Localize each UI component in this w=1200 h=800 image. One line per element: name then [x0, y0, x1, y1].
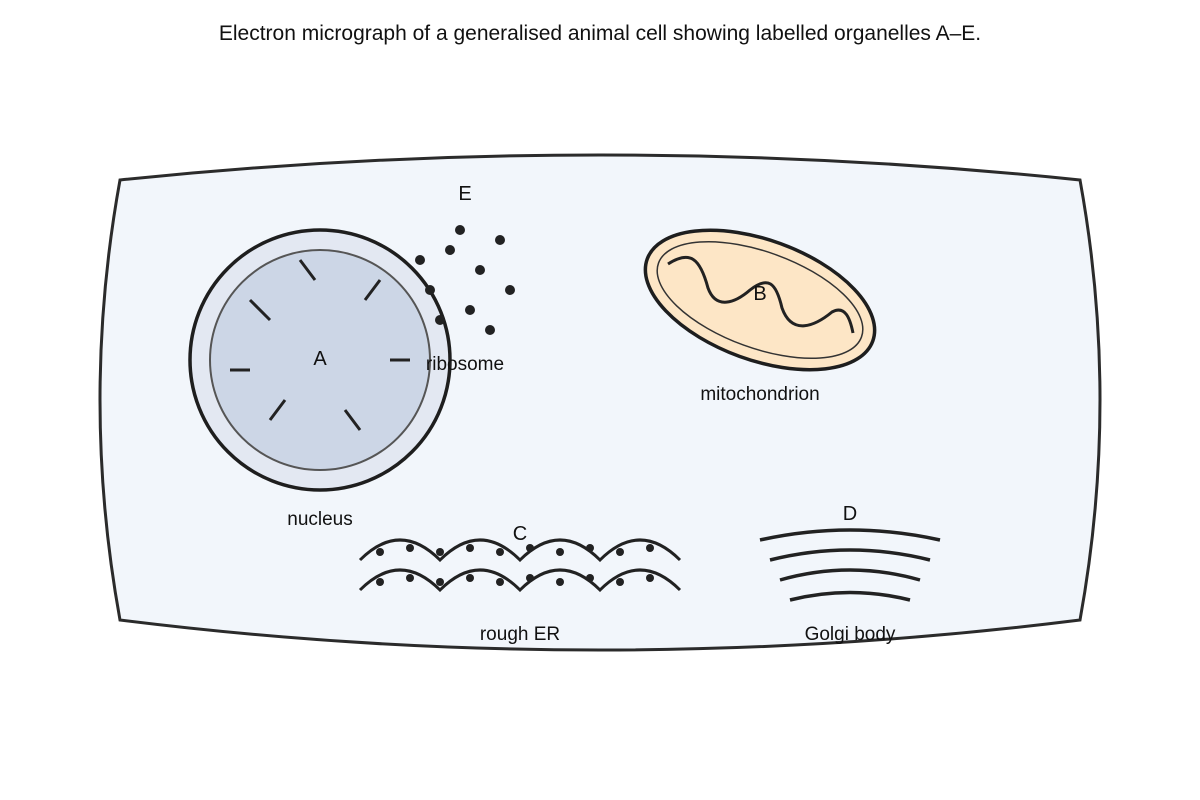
ribosome-dot	[475, 265, 485, 275]
er-ribosome-dot	[586, 544, 594, 552]
er-ribosome-dot	[376, 548, 384, 556]
ribosome-dot	[435, 315, 445, 325]
er-membrane-lower	[358, 568, 682, 593]
er-ribosome-dot	[586, 574, 594, 582]
er-ribosome-dot	[556, 548, 564, 556]
er-ribosome-dot	[646, 574, 654, 582]
ribosomes	[415, 225, 515, 335]
golgi-body: D Golgi body	[759, 503, 941, 645]
mitochondrion-cristae	[667, 255, 855, 334]
er-ribosome-dot	[526, 544, 534, 552]
rough-er: C rough ER	[358, 523, 682, 645]
er-ribosome-dot	[406, 574, 414, 582]
ribosome-dot	[415, 255, 425, 265]
er-ribosome-dot	[466, 574, 474, 582]
golgi-cisternae	[759, 528, 941, 602]
er-ribosome-dot	[376, 578, 384, 586]
ribosome-dot	[495, 235, 505, 245]
er-ribosome-dot	[646, 544, 654, 552]
er-ribosome-dot	[616, 548, 624, 556]
ribosome-dot	[425, 285, 435, 295]
label-letter-e: E	[458, 183, 471, 205]
er-ribosome-dot	[496, 548, 504, 556]
label-golgi-body: Golgi body	[805, 624, 896, 645]
mitochondrion: B mitochondrion	[643, 228, 877, 405]
label-mitochondrion: mitochondrion	[700, 384, 819, 405]
label-rough-er: rough ER	[480, 624, 560, 645]
er-ribosome-dots	[376, 544, 654, 586]
er-membrane-upper	[358, 538, 682, 563]
nucleoplasm	[209, 249, 431, 471]
label-letter-d: D	[843, 503, 857, 525]
chromatin-marks	[230, 259, 410, 431]
er-ribosome-dot	[436, 548, 444, 556]
golgi-cisterna	[769, 548, 931, 562]
ribosome-dot	[505, 285, 515, 295]
er-ribosome-dot	[616, 578, 624, 586]
er-ribosome-dot	[436, 578, 444, 586]
er-ribosome-dot	[526, 574, 534, 582]
ribosome-dot	[455, 225, 465, 235]
er-ribosome-dot	[466, 544, 474, 552]
er-ribosome-dot	[406, 544, 414, 552]
label-letter-c: C	[513, 523, 527, 545]
golgi-cisterna	[759, 528, 941, 542]
label-nucleus: nucleus	[287, 509, 353, 530]
label-letter-a: A	[313, 348, 327, 370]
er-ribosome-dot	[556, 578, 564, 586]
ribosome-dot	[465, 305, 475, 315]
ribosome-dot	[445, 245, 455, 255]
label-ribosome: ribosome	[426, 354, 504, 375]
mitochondrion-inner-membrane	[656, 240, 864, 360]
ribosome-dot	[485, 325, 495, 335]
mitochondrion-outer-membrane	[643, 228, 877, 372]
golgi-cisterna	[779, 568, 921, 582]
golgi-cisterna	[789, 590, 911, 602]
caption: Electron micrograph of a generalised ani…	[219, 22, 981, 45]
label-letter-b: B	[753, 283, 766, 305]
nucleus: A nucleus	[188, 228, 452, 530]
er-ribosome-dot	[496, 578, 504, 586]
